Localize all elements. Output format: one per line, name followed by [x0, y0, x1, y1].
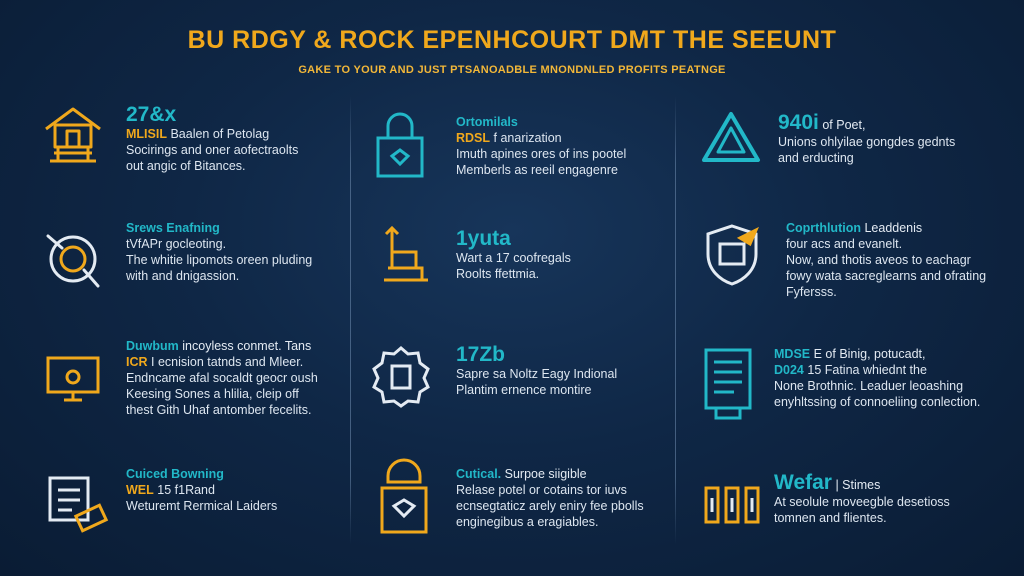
feature-tag: of Poet, [822, 118, 866, 132]
feature-line: Imuth apines ores of ins pootel [456, 147, 627, 161]
feature-line: Baalen of Petolag [170, 127, 270, 141]
feature-line: Unions ohlyilae gongdes gednts [778, 135, 956, 149]
feature-tag: E of Binig, potucadt, [813, 347, 926, 361]
feature-line: four acs and evanelt. [786, 237, 903, 251]
feature-line: Memberls as reeil engagenre [456, 163, 618, 177]
feature-code: ICR [126, 355, 148, 369]
feature-line: Weturemt Rermical Laiders [126, 499, 278, 513]
feature-accent: Duwbum [126, 339, 179, 353]
feature-line: tomnen and flientes. [774, 511, 887, 525]
feature-line: Keesing Sones a hlilia, cleip off [126, 387, 299, 401]
column-divider [675, 96, 676, 544]
lock-icon [370, 110, 430, 180]
feature-accent: MDSE [774, 347, 811, 361]
feature-line: The whitie lipomots oreen pluding [126, 253, 313, 267]
feature-line: tVfAPr gocleoting. [126, 237, 227, 251]
feature-line: Wart a 17 coofregals [456, 251, 571, 265]
feature-accent: 27&x [126, 103, 177, 126]
column-divider [350, 96, 351, 544]
house-icon [40, 103, 106, 169]
recycle-icon [696, 108, 766, 170]
document-icon [700, 346, 756, 422]
feature-accent: 17Zb [456, 343, 506, 366]
feature-line: At seolule moveegble desetioss [774, 495, 950, 509]
feature-accent: 940i [778, 111, 819, 134]
feature-line: fowy wata sacreglearns and ofrating [786, 269, 987, 283]
feature-line: Endncame afal socaldt geocr oush [126, 371, 318, 385]
feature-line: Socirings and oner aofectraolts [126, 143, 299, 157]
feature-code: WEL [126, 483, 154, 497]
feature-accent: Srews Enafning [126, 221, 220, 235]
feature-line: and erducting [778, 151, 854, 165]
feature-accent: 1yuta [456, 227, 511, 250]
feature-tag: Surpoe siigible [504, 467, 587, 481]
feature-code: RDSL [456, 131, 491, 145]
feature-line: Sapre sa Noltz Eagy Indional [456, 367, 618, 381]
feature-line: enyhltssing of connoeliing conlection. [774, 395, 981, 409]
tool-icon [40, 226, 106, 292]
feature-line: thest Gith Uhaf antomber fecelits. [126, 403, 312, 417]
feature-line: None Brothnic. Leaduer leoashing [774, 379, 964, 393]
feature-code: MLISIL [126, 127, 167, 141]
feature-line: I ecnision tatnds and Mleer. [151, 355, 304, 369]
feature-accent: Cutical. [456, 467, 502, 481]
page-title: BU RDGY & ROCK EPENHCOURT DMT THE SEEUNT [187, 26, 837, 54]
feature-accent: Ortomilals [456, 115, 518, 129]
feature-accent: Cuiced Bowning [126, 467, 224, 481]
feature-tag: | Stimes [835, 478, 881, 492]
page-subtitle: GAKE TO YOUR AND JUST PTSANOADBLE MNONDN… [298, 64, 726, 76]
shield-icon [700, 222, 764, 288]
badge-icon [374, 454, 434, 538]
feature-line: 15 f1Rand [157, 483, 215, 497]
feature-accent: Wefar [774, 471, 832, 494]
feature-line: with and dnigassion. [126, 269, 240, 283]
feature-line: out angic of Bitances. [126, 159, 246, 173]
pump-icon [378, 222, 434, 286]
feature-line: ecnsegtaticz arely eniry fee pbolls [456, 499, 644, 513]
feature-tag: Leaddenis [864, 221, 923, 235]
scroll-icon [40, 470, 110, 534]
feature-tag: incoyless conmet. Tans [182, 339, 312, 353]
feature-line: enginegibus a eragiables. [456, 515, 599, 529]
feature-line: Fyfersss. [786, 285, 837, 299]
feature-code: D024 [774, 363, 804, 377]
feature-accent: Coprthlution [786, 221, 861, 235]
circuit-icon [700, 480, 764, 530]
seal-icon [368, 344, 434, 410]
feature-line: f anarization [493, 131, 562, 145]
feature-line: Roolts ffettmia. [456, 267, 540, 281]
feature-line: Now, and thotis aveos to eachagr [786, 253, 971, 267]
feature-line: 15 Fatina whiednt the [807, 363, 927, 377]
monitor-icon [42, 348, 104, 410]
feature-line: Relase potel or cotains tor iuvs [456, 483, 627, 497]
feature-line: Plantim ernence montire [456, 383, 592, 397]
